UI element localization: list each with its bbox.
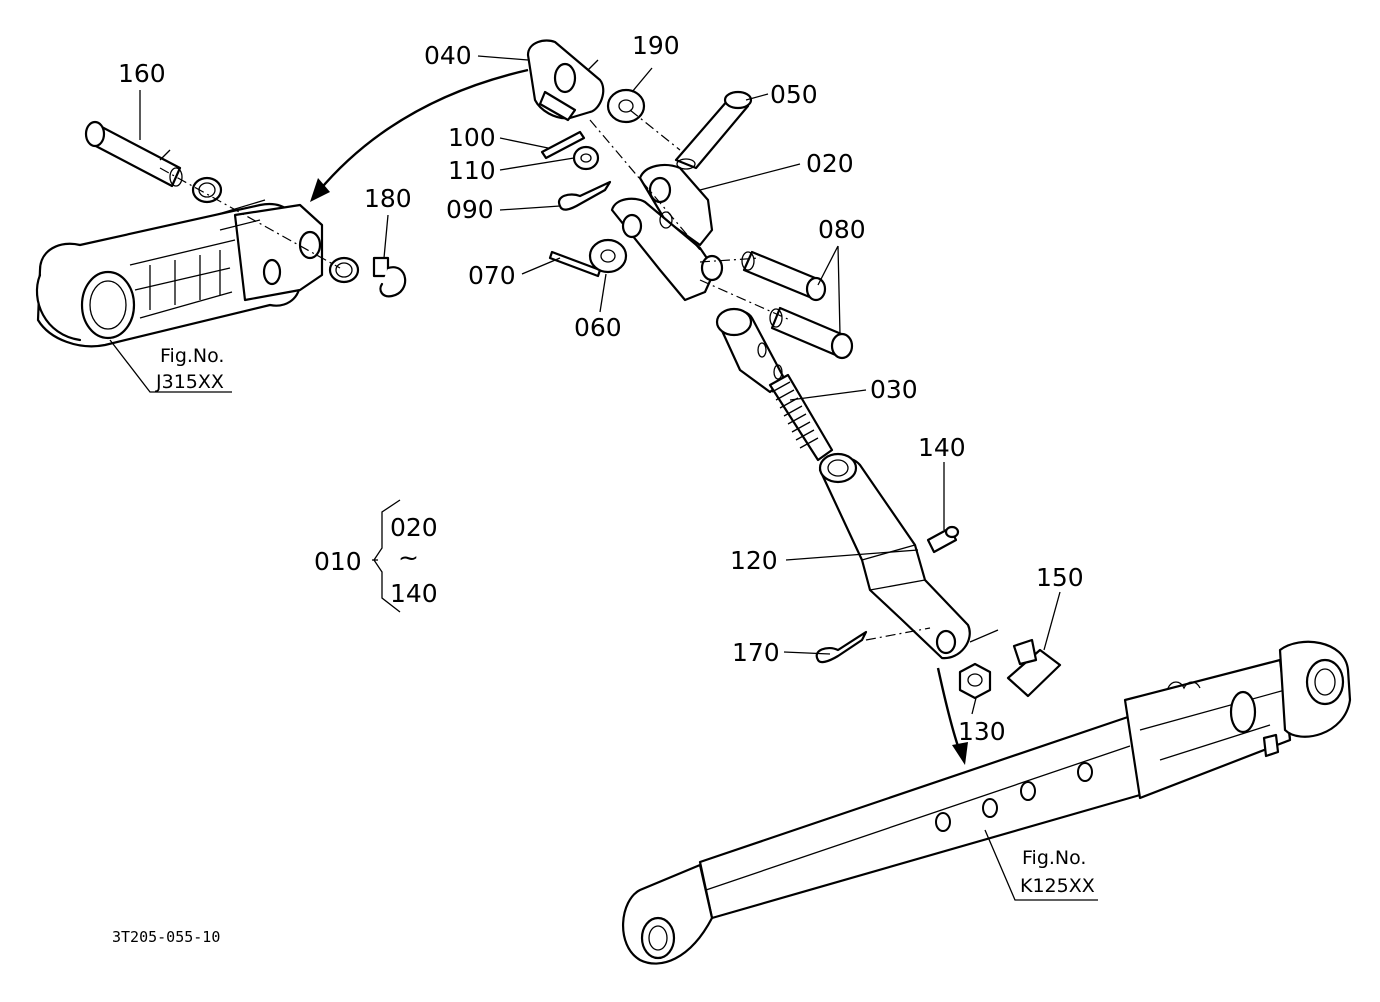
clip-170-drawing [815, 630, 868, 664]
fig-ref-upper-line2: J315XX [155, 371, 224, 393]
arrow-lower [936, 667, 962, 753]
pin-070-drawing [548, 250, 602, 278]
label-080: 080 [818, 215, 866, 244]
leader-lines [109, 55, 1098, 901]
assembly-bracket [372, 499, 401, 613]
screw-030-drawing [715, 307, 834, 462]
label-120: 120 [730, 546, 778, 575]
label-090: 090 [446, 195, 494, 224]
drawing-number: 3T205-055-10 [112, 928, 220, 946]
pins-080-drawing [741, 250, 854, 360]
lift-arm-drawing [35, 199, 324, 348]
washer-060-drawing [588, 238, 628, 274]
pin-150-drawing [969, 629, 1062, 698]
label-070: 070 [468, 261, 516, 290]
label-030: 030 [870, 375, 918, 404]
bushing-drawings [191, 176, 360, 284]
label-130: 130 [958, 717, 1006, 746]
label-140: 140 [918, 433, 966, 462]
clip-180-drawing [372, 256, 407, 298]
label-190: 190 [632, 31, 680, 60]
fig-ref-upper-line1: Fig.No. [160, 345, 224, 367]
clip-090-drawing [557, 180, 612, 211]
clevis-020-drawing [610, 163, 724, 302]
label-110: 110 [448, 156, 496, 185]
pin-160-drawing [84, 120, 183, 188]
clevis-040-drawing [526, 39, 605, 122]
pin-050-drawing [674, 90, 753, 170]
nut-130-drawing [958, 662, 992, 700]
label-180: 180 [364, 184, 412, 213]
assembly-range-start: 020 [390, 513, 438, 542]
pin-100-drawing [540, 130, 586, 160]
curved-arrow-upper [317, 68, 529, 193]
fig-ref-lower-line2: K125XX [1020, 875, 1095, 897]
label-040: 040 [424, 41, 472, 70]
label-160: 160 [118, 59, 166, 88]
label-150: 150 [1036, 563, 1084, 592]
washer-190-drawing [606, 88, 646, 124]
label-170: 170 [732, 638, 780, 667]
label-050: 050 [770, 80, 818, 109]
fitting-140-drawing [926, 525, 960, 554]
arrow-head-upper [310, 178, 330, 202]
lower-link-drawing [622, 640, 1352, 965]
label-020: 020 [806, 149, 854, 178]
assembly-range-end: 140 [390, 579, 438, 608]
tube-120-drawing [818, 452, 971, 660]
label-060: 060 [574, 313, 622, 342]
arrow-head-lower [952, 742, 968, 765]
fig-ref-lower-line1: Fig.No. [1022, 847, 1086, 869]
assembly-range-symbol: ~ [398, 543, 419, 572]
assembly-label-010: 010 [314, 547, 362, 576]
label-100: 100 [448, 123, 496, 152]
washer-110-drawing [572, 145, 600, 171]
